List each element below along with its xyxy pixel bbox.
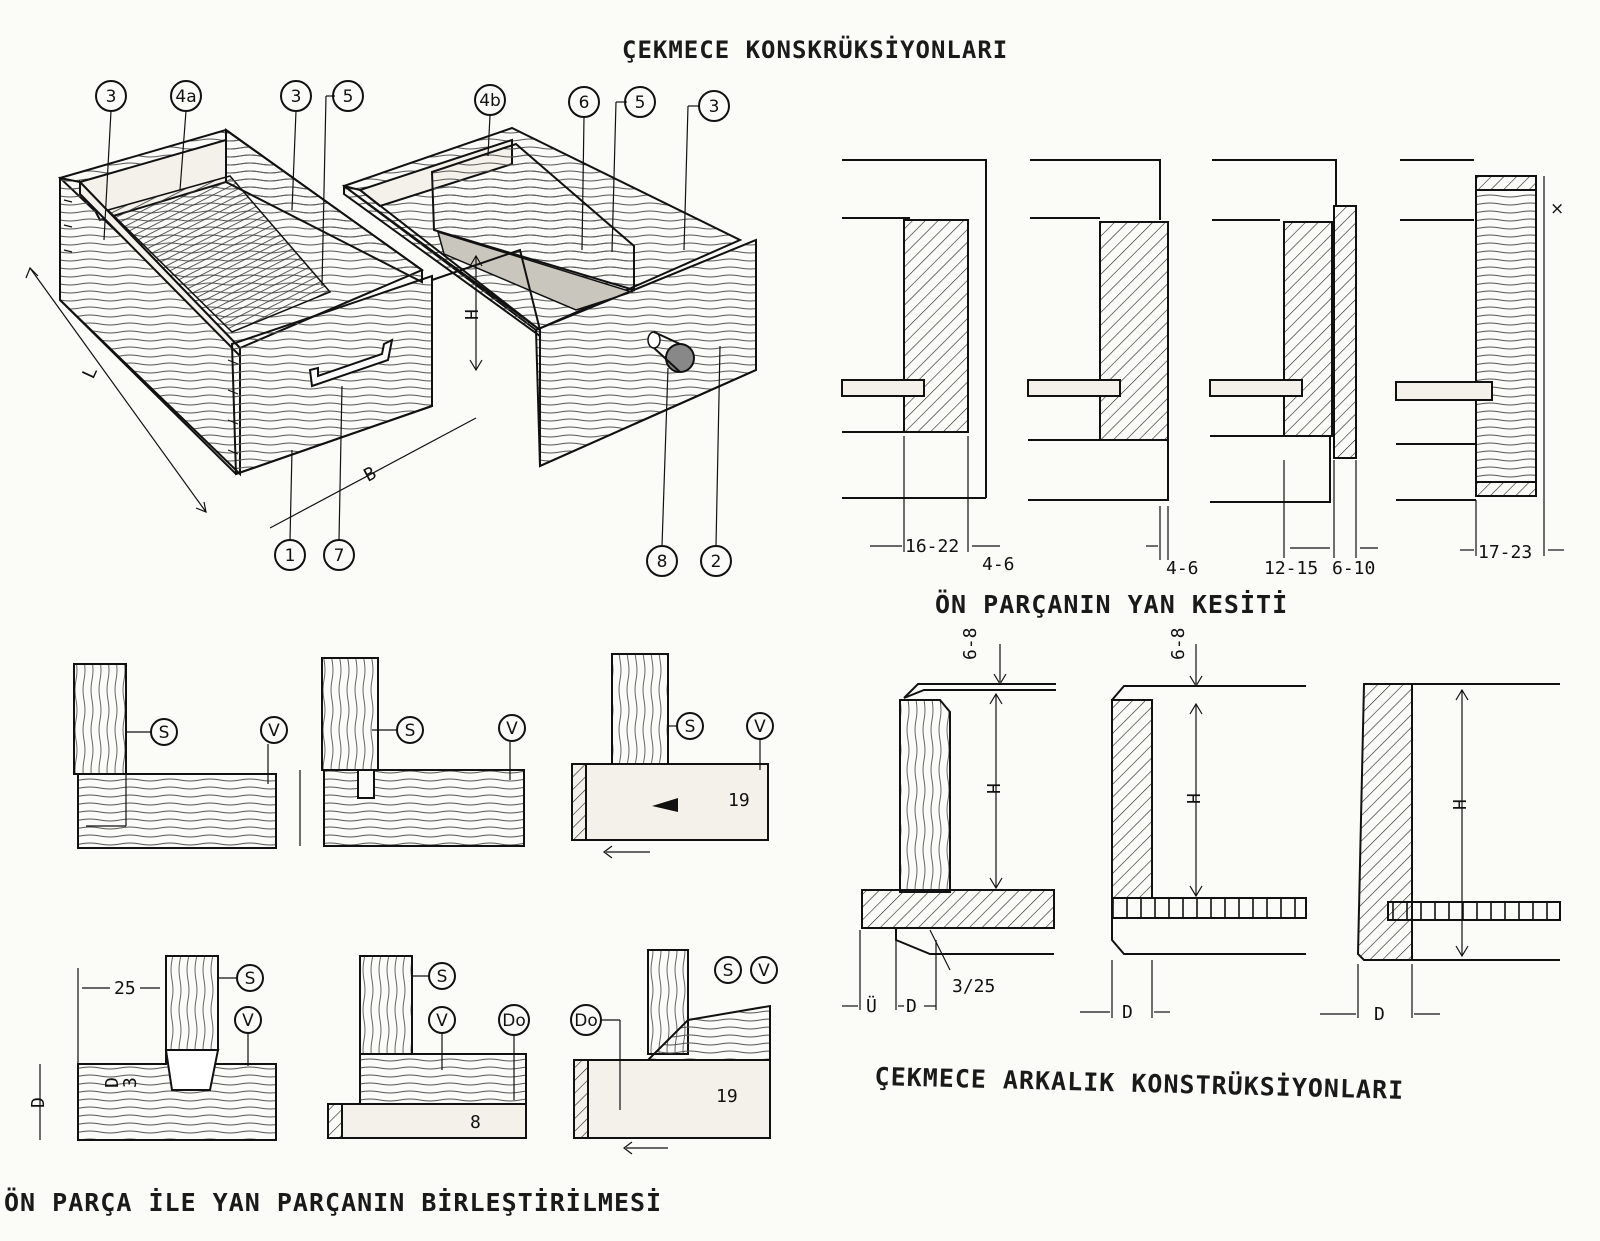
drawer-right [341, 126, 757, 468]
label-do-1: Do [502, 1011, 526, 1031]
callout-6: 6 [579, 93, 590, 113]
label-s-3: S [685, 717, 696, 737]
front-sections: × [841, 159, 1564, 560]
label-s-6: S [723, 961, 734, 981]
label-v-5: V [436, 1011, 448, 1031]
label-s-1: S [159, 723, 170, 743]
joint-details [39, 653, 771, 1155]
back-constructions [859, 644, 1561, 1018]
callout-7: 7 [334, 546, 345, 566]
dim-16-22: 16-22 [905, 536, 959, 557]
callout-5b: 5 [635, 93, 646, 113]
dim-h-2: H [1184, 793, 1205, 804]
label-s-5: S [437, 967, 448, 987]
dim-6-10: 6-10 [1332, 558, 1375, 579]
callout-1: 1 [285, 546, 296, 566]
dim-d-3: D [1374, 1004, 1385, 1025]
label-19-b: 19 [716, 1086, 738, 1107]
callout-3c: 3 [709, 97, 720, 117]
dim-length: L [78, 363, 102, 382]
main-title: ÇEKMECE KONSKRÜKSİYONLARI [622, 36, 1009, 64]
label-d-small: D [102, 1077, 123, 1088]
label-v-3: V [754, 717, 766, 737]
dim-d-2: D [1122, 1002, 1133, 1023]
label-v-2: V [506, 719, 518, 739]
callout-8: 8 [657, 552, 668, 572]
dim-top-6-8-a: 6-8 [960, 627, 981, 660]
dim-d-1: D [906, 996, 917, 1017]
dim-height: H [462, 309, 483, 320]
label-v-1: V [268, 721, 280, 741]
drawer-left [58, 128, 433, 477]
drawer-dimensions [25, 254, 483, 529]
dim-h-3: H [1450, 799, 1471, 810]
label-19-a: 19 [728, 790, 750, 811]
label-s-4: S [245, 969, 256, 989]
label-d: D [28, 1097, 49, 1108]
label-v-4: V [242, 1011, 254, 1031]
front-section-title: ÖN PARÇANIN YAN KESİTİ [935, 590, 1289, 619]
label-8: 8 [470, 1112, 481, 1133]
callout-2: 2 [711, 552, 722, 572]
dim-groove: 3/25 [952, 976, 995, 997]
label-do-2: Do [574, 1011, 598, 1031]
callout-3a: 3 [106, 87, 117, 107]
dim-17-23: 17-23 [1478, 542, 1532, 563]
dim-4-6-a: 4-6 [982, 554, 1015, 575]
callout-5a: 5 [343, 87, 354, 107]
dim-top-6-8-b: 6-8 [1168, 627, 1189, 660]
dim-width: B [360, 463, 379, 487]
label-3: 3 [120, 1077, 141, 1088]
front-side-joint-title: ÖN PARÇA İLE YAN PARÇANIN BİRLEŞTİRİLMES… [4, 1188, 663, 1217]
label-s-2: S [405, 721, 416, 741]
callout-4a: 4a [175, 87, 196, 107]
dim-h-1: H [984, 783, 1005, 794]
callout-4b: 4b [479, 91, 501, 111]
back-dims: 6-8 6-8 H H H 3/25 Ü D D D [842, 627, 1471, 1025]
callout-3b: 3 [291, 87, 302, 107]
dim-u: Ü [866, 995, 877, 1017]
label-25: 25 [114, 978, 136, 999]
label-v-6: V [758, 961, 770, 981]
dim-4-6-b: 4-6 [1166, 558, 1199, 579]
front-section-dims: 16-22 4-6 4-6 12-15 6-10 17-23 [870, 536, 1564, 579]
mark-x: × [1550, 199, 1564, 219]
dim-12-15: 12-15 [1264, 558, 1318, 579]
knob-icon [647, 331, 695, 373]
drawer-callouts: 3 4a 3 5 4b 6 5 3 1 7 8 2 [95, 80, 732, 577]
joint-labels: S V S V S V 19 S V S V Do Do S V 19 25 3… [28, 712, 778, 1133]
